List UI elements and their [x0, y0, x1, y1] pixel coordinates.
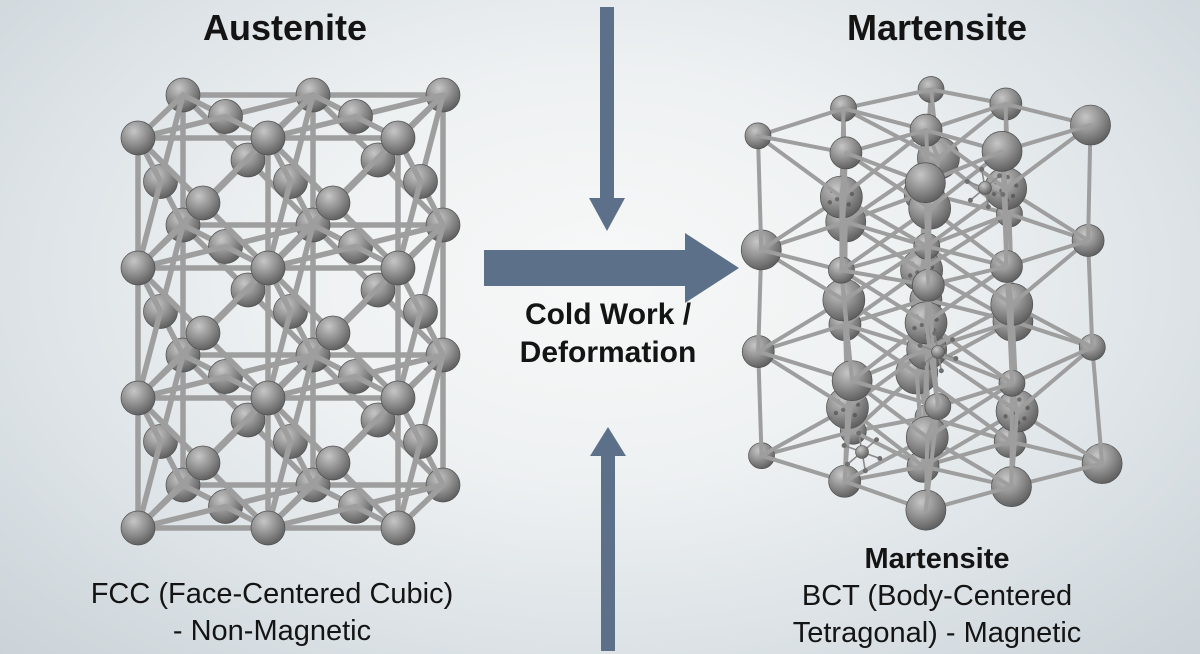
right-arrow-icon: [484, 233, 739, 303]
austenite-fcc-structure: [120, 77, 461, 546]
down-arrow-icon: [589, 7, 625, 231]
center-label: Cold Work / Deformation: [408, 296, 808, 372]
caption-martensite-line1: BCT (Body-Centered: [801, 580, 1073, 612]
center-label-line1: Cold Work /: [524, 298, 692, 331]
caption-austenite-line2: - Non-Magnetic: [172, 615, 372, 647]
up-arrow-icon: [590, 427, 626, 651]
caption-martensite-line2: Tetragonal) - Magnetic: [792, 617, 1082, 649]
caption-austenite: FCC (Face-Centered Cubic) - Non-Magnetic: [62, 576, 482, 650]
title-martensite: Martensite: [846, 7, 1028, 48]
martensite-bct-structure: [740, 76, 1123, 531]
title-austenite: Austenite: [202, 7, 368, 48]
caption-martensite-title: Martensite: [864, 543, 1010, 575]
caption-austenite-line1: FCC (Face-Centered Cubic): [90, 578, 454, 610]
center-label-line2: Deformation: [519, 336, 697, 369]
caption-martensite: Martensite BCT (Body-Centered Tetragonal…: [727, 541, 1147, 652]
